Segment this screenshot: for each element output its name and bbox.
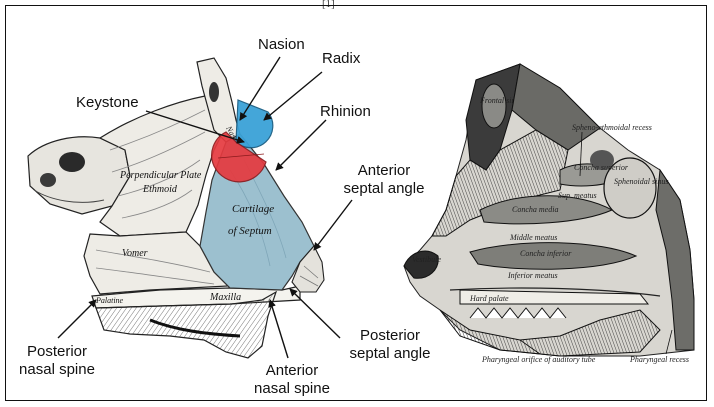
posterior-septal-angle-line1: Posterior xyxy=(336,327,444,345)
anterior-septal-angle-arrow xyxy=(314,200,352,250)
radix-label: Radix xyxy=(322,50,360,68)
maxilla-text: Maxilla xyxy=(209,292,241,303)
palatine-text: Palatine xyxy=(95,296,124,305)
vestibule-text: Vestibule xyxy=(412,255,441,264)
keystone-label: Keystone xyxy=(76,94,139,112)
anterior-septal-angle-line1: Anterior xyxy=(334,162,434,180)
concha-media-text: Concha media xyxy=(512,205,558,214)
sphenoid-sinus-hole-2 xyxy=(40,173,56,187)
rhinion-label: Rhinion xyxy=(320,103,371,121)
spheno-ethmoidal-recess-text: Spheno-ethmoidal recess xyxy=(572,123,652,132)
concha-inferior-text: Concha inferior xyxy=(520,249,572,258)
posterior-nasal-spine-label: Posterior nasal spine xyxy=(12,343,102,379)
posterior-septal-angle-arrow xyxy=(290,289,340,338)
posterior-septal-angle-line2: septal angle xyxy=(336,345,444,363)
posterior-nasal-spine-arrow xyxy=(58,300,96,338)
concha-superior-text: Concha superior xyxy=(574,163,629,172)
radix-arrow xyxy=(264,72,322,120)
pharyngeal-orifice-text: Pharyngeal orifice of auditory tube xyxy=(481,355,596,364)
anterior-nasal-spine-label: Anterior nasal spine xyxy=(244,362,340,398)
anterior-nasal-spine-line2: nasal spine xyxy=(244,380,340,398)
hard-palate-text: Hard palate xyxy=(469,294,509,303)
of-septum-text: of Septum xyxy=(228,225,272,237)
nasal-septum-illustration: Perpendicular Plate Ethmoid Nasal Vomer … xyxy=(28,58,324,358)
sup-meatus-text: Sup. meatus xyxy=(558,191,597,200)
anterior-nasal-spine-arrow xyxy=(270,300,288,358)
middle-meatus-text: Middle meatus xyxy=(509,233,557,242)
rhinion-arrow xyxy=(276,120,326,170)
pharyngeal-recess-text: Pharyngeal recess xyxy=(629,355,689,364)
sphenoidal-sinus-text: Sphenoidal sinus xyxy=(614,177,668,186)
vomer-text: Vomer xyxy=(122,248,148,259)
cartilage-text: Cartilage xyxy=(232,203,274,215)
ethmoid-text: Ethmoid xyxy=(142,184,178,195)
perpendicular-plate-text: Perpendicular Plate xyxy=(119,170,202,181)
sphenoid-sinus-hole xyxy=(59,152,85,172)
lateral-nasal-wall-illustration: Frontal sinus Hard palate Vestibule xyxy=(404,64,694,364)
frontal-sinus xyxy=(482,84,506,128)
posterior-nasal-spine-line2: nasal spine xyxy=(12,361,102,379)
anterior-septal-angle-label: Anterior septal angle xyxy=(334,162,434,198)
posterior-nasal-spine-line1: Posterior xyxy=(12,343,102,361)
posterior-septal-angle-label: Posterior septal angle xyxy=(336,327,444,363)
nasion-label: Nasion xyxy=(258,36,305,54)
anterior-nasal-spine-line1: Anterior xyxy=(244,362,340,380)
anterior-septal-angle-line2: septal angle xyxy=(334,180,434,198)
inferior-meatus-text: Inferior meatus xyxy=(507,271,558,280)
